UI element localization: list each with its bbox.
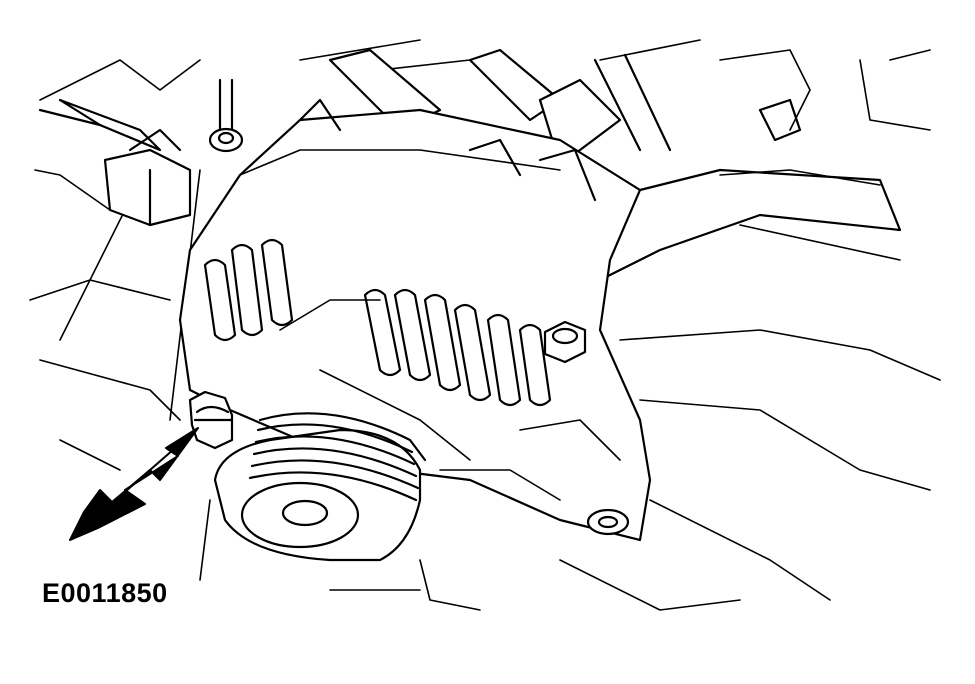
pulley (213, 412, 427, 562)
figure-reference-code: E0011850 (42, 578, 168, 608)
harness-connector (38, 98, 192, 227)
upper-mounting-bolt (543, 320, 587, 364)
engine-background (29, 39, 941, 611)
pointer-arrow (69, 427, 199, 541)
dipstick-tube (208, 78, 244, 153)
alternator-body (178, 98, 652, 542)
lower-mounting-bolt (188, 390, 234, 450)
